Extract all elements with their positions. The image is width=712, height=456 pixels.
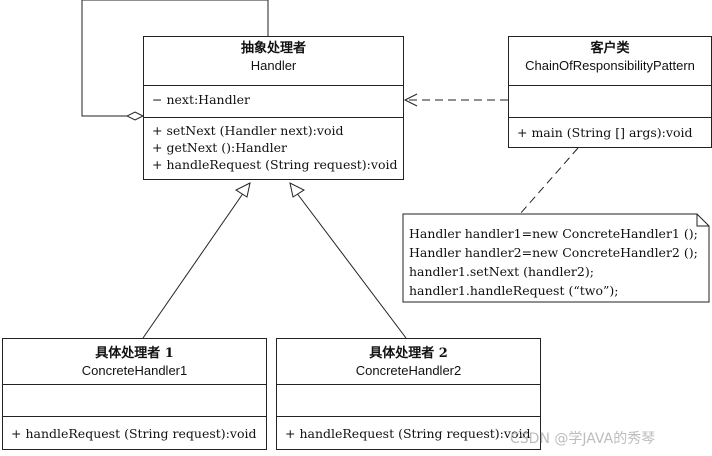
method-handlerequest: + handleRequest (String request):void — [285, 426, 531, 441]
class-attributes — [3, 385, 266, 417]
class-title-en: Handler — [250, 58, 297, 73]
self-aggregation-line — [81, 0, 269, 117]
class-methods: + main (String [] args):void — [509, 118, 711, 141]
code-note: Handler handler1=new ConcreteHandler1 ()… — [403, 214, 709, 302]
class-attributes — [277, 385, 540, 417]
method-setnext: + setNext (Handler next):void — [152, 123, 344, 138]
class-methods: + handleRequest (String request):void — [3, 417, 266, 442]
watermark-text: CSDN @学JAVA的秀琴 — [510, 431, 656, 447]
class-concrete-handler-1: 具体处理者 1 ConcreteHandler1 + handleRequest… — [2, 338, 267, 450]
class-header: 具体处理者 1 ConcreteHandler1 — [3, 339, 266, 385]
class-header: 客户类 ChainOfResponsibilityPattern — [509, 37, 711, 86]
note-line: Handler handler2=new ConcreteHandler2 ()… — [409, 245, 698, 260]
attribute-next: − next:Handler — [152, 92, 250, 107]
generalization-triangle-2 — [289, 182, 306, 198]
method-handlerequest: + handleRequest (String request):void — [152, 157, 398, 172]
class-concrete-handler-2: 具体处理者 2 ConcreteHandler2 + handleRequest… — [276, 338, 541, 450]
class-title-cn: 具体处理者 2 — [369, 346, 448, 361]
note-text: Handler handler1=new ConcreteHandler1 ()… — [409, 224, 698, 300]
note-line: Handler handler1=new ConcreteHandler1 ()… — [409, 226, 698, 241]
class-handler: 抽象处理者 Handler − next:Handler + setNext (… — [143, 36, 404, 180]
class-title-cn: 客户类 — [590, 41, 630, 56]
generalization-triangle-1 — [234, 182, 251, 198]
note-shape — [402, 213, 710, 303]
class-title-cn: 抽象处理者 — [240, 41, 306, 56]
class-title-en: ConcreteHandler2 — [355, 363, 462, 378]
class-attributes: − next:Handler — [144, 86, 403, 118]
dependency-arrowhead — [403, 93, 418, 107]
class-header: 抽象处理者 Handler — [144, 37, 403, 86]
class-attributes — [509, 86, 711, 118]
generalization-line-2 — [295, 191, 407, 339]
note-line: handler1.handleRequest (“two”); — [409, 283, 619, 298]
method-main: + main (String [] args):void — [517, 125, 693, 140]
class-title-en: ConcreteHandler1 — [81, 363, 188, 378]
class-title-en: ChainOfResponsibilityPattern — [525, 58, 695, 73]
note-anchor-line — [519, 147, 579, 215]
class-client: 客户类 ChainOfResponsibilityPattern + main … — [508, 36, 712, 148]
method-handlerequest: + handleRequest (String request):void — [11, 426, 257, 441]
class-title-cn: 具体处理者 1 — [95, 346, 174, 361]
generalization-line-1 — [142, 191, 245, 339]
class-header: 具体处理者 2 ConcreteHandler2 — [277, 339, 540, 385]
class-methods: + handleRequest (String request):void — [277, 417, 540, 442]
note-line: handler1.setNext (handler2); — [409, 264, 594, 279]
class-methods: + setNext (Handler next):void + getNext … — [144, 118, 403, 173]
method-getnext: + getNext ():Handler — [152, 140, 287, 155]
aggregation-diamond — [125, 111, 145, 121]
note-fold — [696, 214, 709, 227]
